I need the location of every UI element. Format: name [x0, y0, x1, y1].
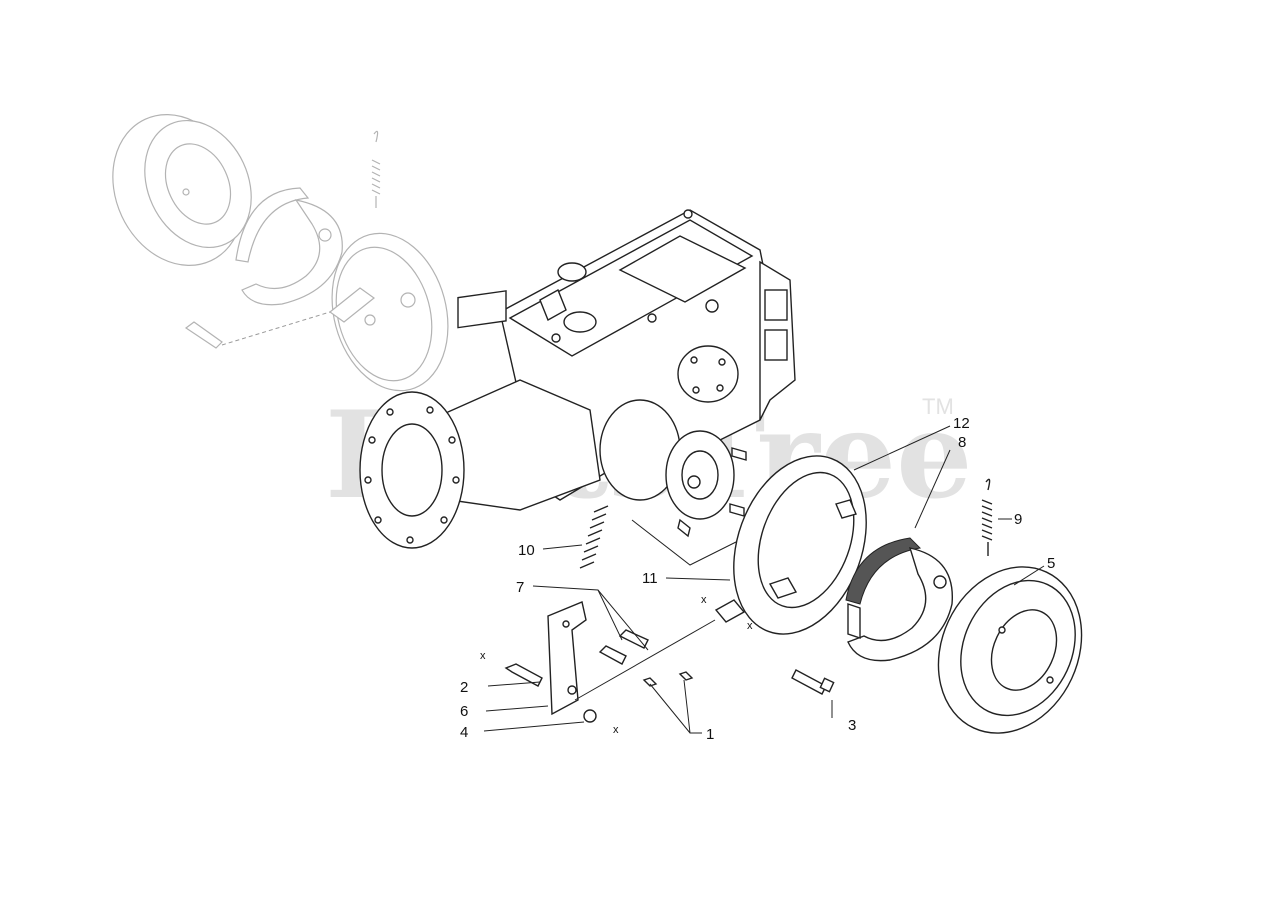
part-5-brake-drum — [937, 566, 1083, 734]
callout-3: 3 — [848, 717, 856, 734]
part-3-bolt — [791, 669, 835, 695]
part-8-brake-shoe — [845, 537, 953, 662]
x-marker: x — [701, 594, 707, 606]
callout-7: 7 — [516, 579, 524, 596]
callout-10: 10 — [518, 542, 535, 559]
callout-1: 1 — [706, 726, 714, 743]
callout-labels: 1 2 3 4 5 6 7 8 9 10 11 12 — [460, 415, 1055, 743]
x-markers: x x x x — [480, 594, 753, 736]
callout-11: 11 — [642, 570, 658, 587]
part-12-backing-plate — [714, 455, 867, 635]
watermark-trademark: TM — [922, 394, 954, 419]
leader-lines — [483, 425, 1045, 734]
callout-6: 6 — [460, 703, 468, 720]
callout-2: 2 — [460, 679, 468, 696]
callout-5: 5 — [1047, 555, 1055, 572]
transaxle-housing — [359, 209, 796, 549]
callout-4: 4 — [460, 724, 468, 741]
ghost-brake-shoe — [235, 187, 343, 306]
x-marker: x — [747, 620, 753, 632]
callout-12: 12 — [953, 415, 970, 432]
part-10-spring — [579, 505, 609, 569]
ghost-brake-drum — [112, 114, 252, 266]
hardware-bolts — [504, 629, 694, 723]
wheel-hub — [599, 399, 747, 566]
part-6-bracket — [547, 601, 587, 716]
ghost-backing-plate — [329, 232, 449, 392]
callout-8: 8 — [958, 434, 966, 451]
ghost-spring — [371, 130, 381, 208]
x-marker: x — [480, 650, 486, 662]
callout-9: 9 — [1014, 511, 1022, 528]
ghost-assembly-left — [112, 114, 449, 392]
part-9-spring — [981, 478, 993, 556]
x-marker: x — [613, 724, 619, 736]
ghost-bolt — [184, 311, 331, 349]
